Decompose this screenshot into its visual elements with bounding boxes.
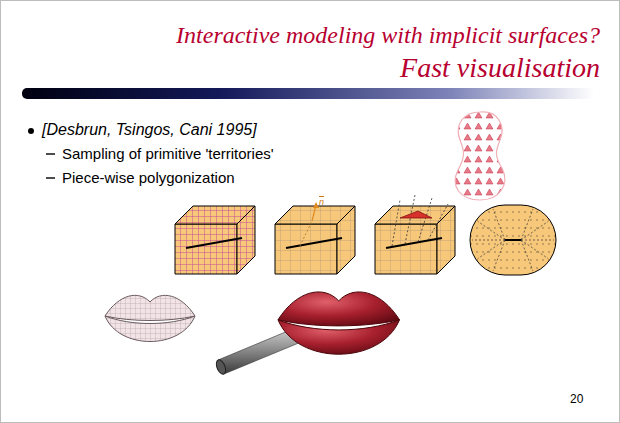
normal-label: n [319, 197, 324, 207]
ray [428, 204, 448, 240]
upper-lip [278, 292, 400, 326]
upper-lip [105, 295, 195, 320]
grid-box [175, 206, 255, 274]
ray [478, 221, 505, 240]
capsule-body [470, 205, 556, 275]
ray [521, 240, 533, 271]
grid-box [375, 195, 455, 274]
ray [405, 195, 415, 244]
box-face [237, 206, 255, 274]
bullet-text: Piece-wise polygonization [62, 169, 235, 186]
rendered-lips [278, 292, 400, 354]
ray [418, 198, 432, 242]
normal-arrowhead [313, 202, 319, 208]
skeleton-segment [286, 238, 342, 248]
citation: [Desbrun, Tsingos, Cani 1995] [42, 121, 257, 139]
lower-lip [105, 316, 195, 342]
sampled-blob [455, 112, 505, 200]
bullet-text: Sampling of primitive 'territories' [62, 145, 274, 162]
ray [521, 240, 548, 259]
box-face [375, 224, 437, 274]
skeleton-segment [386, 238, 442, 248]
bullet-dash [46, 177, 55, 178]
box-face [175, 224, 237, 274]
box-face [275, 224, 337, 274]
title-bar [22, 88, 594, 99]
ray [493, 209, 505, 240]
ray [493, 240, 505, 271]
page-number: 20 [570, 392, 583, 406]
ray [478, 240, 505, 259]
ray [521, 209, 533, 240]
skeleton-segment [186, 238, 242, 248]
wireframe-lips [105, 295, 195, 341]
lower-lip [278, 320, 400, 354]
ray [521, 221, 548, 240]
grid-box [275, 202, 355, 274]
ray [392, 200, 400, 246]
ray [521, 240, 554, 241]
bullet-dot [28, 128, 34, 134]
slide-subtitle: Fast visualisation [300, 52, 600, 84]
ray [300, 221, 312, 246]
box-face [437, 206, 455, 274]
ray [472, 240, 505, 241]
cigarette-end [214, 359, 227, 376]
skeleton-segment [505, 239, 521, 241]
polygon-facet [400, 211, 432, 218]
bullet-dash [46, 153, 55, 154]
slide-title: Interactive modeling with implicit surfa… [170, 22, 600, 49]
box-face [337, 206, 355, 274]
capsule-primitive [470, 205, 556, 275]
